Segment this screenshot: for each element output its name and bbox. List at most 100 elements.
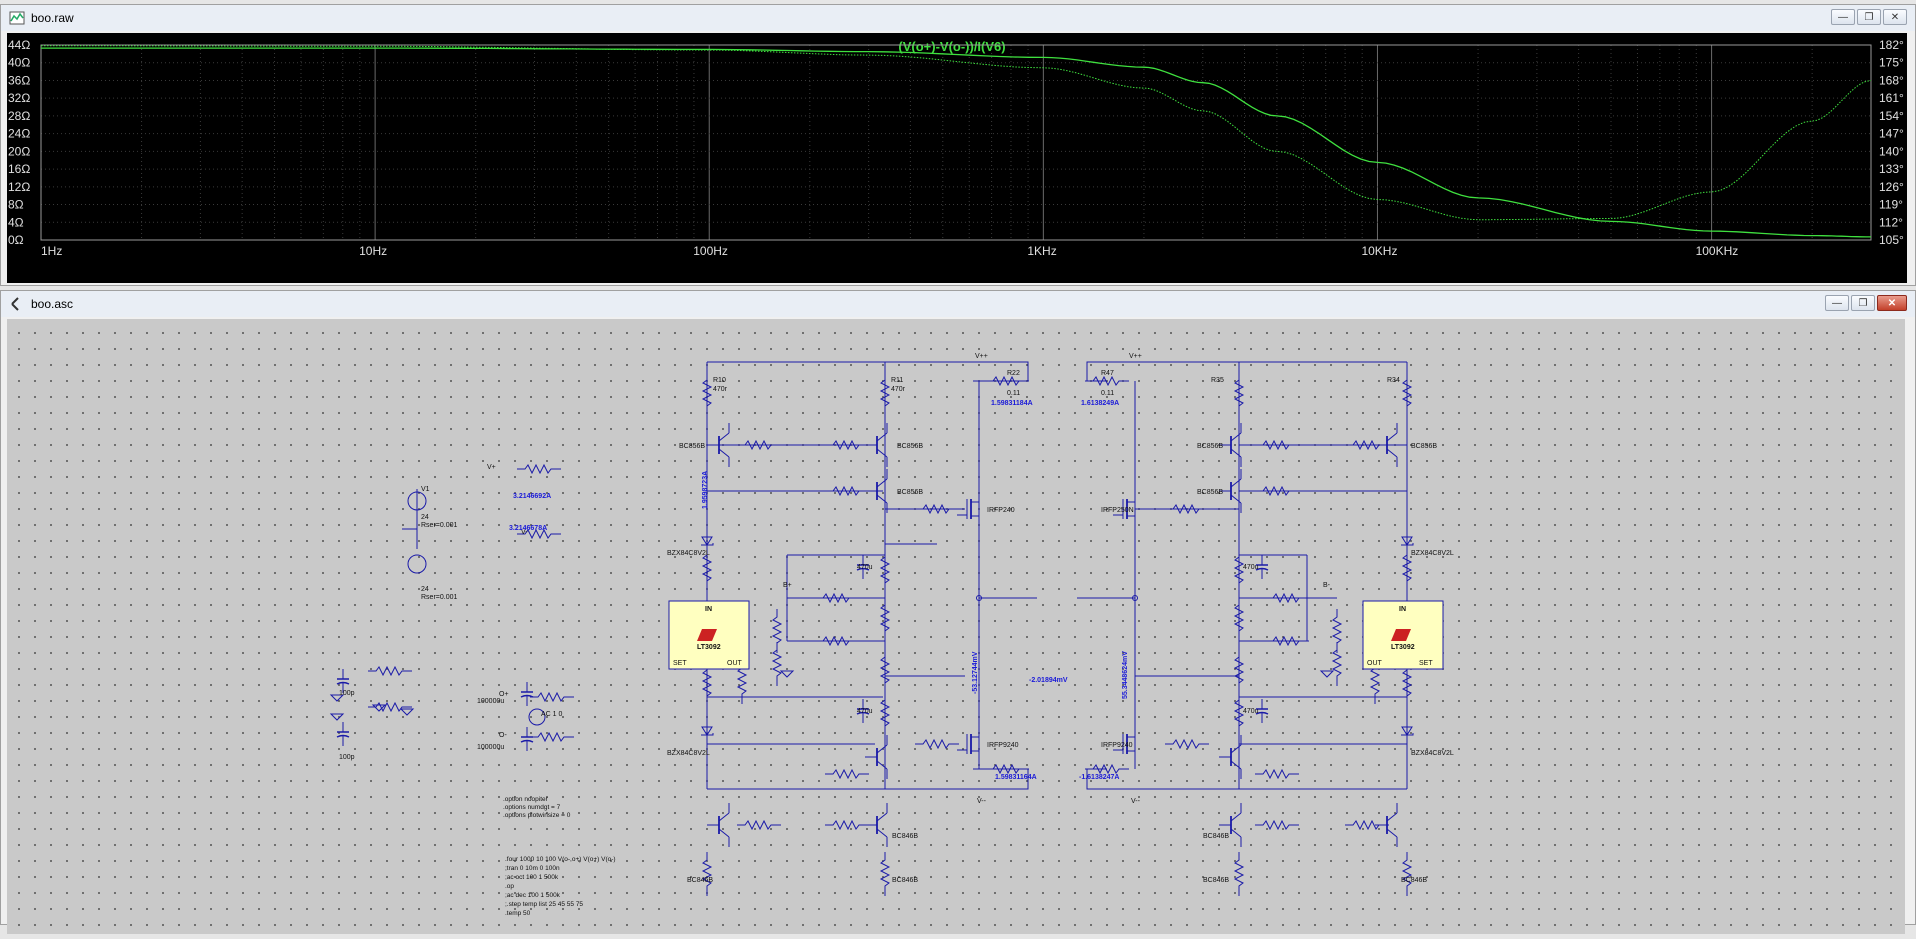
op-voltage-left: -53.12744mV <box>972 651 979 694</box>
source-v3[interactable] <box>407 554 427 574</box>
label-node-vm: V- <box>521 529 528 536</box>
label-bc856b-q8: BC856B <box>1197 443 1223 450</box>
minimize-button[interactable]: — <box>1825 295 1849 311</box>
left-axis-tick: 8Ω <box>8 198 24 212</box>
label-r11-val: 470r <box>891 386 906 393</box>
label-v3-rser: Rser=0.001 <box>421 594 457 601</box>
right-axis-tick: 154° <box>1879 109 1904 123</box>
label-r11: R11 <box>891 377 903 384</box>
label-r10: R10 <box>713 377 726 384</box>
x-axis-tick: 100Hz <box>693 244 728 258</box>
restore-button[interactable]: ❐ <box>1851 295 1875 311</box>
left-axis-tick: 28Ω <box>8 109 30 123</box>
x-axis-tick: 10KHz <box>1361 244 1397 258</box>
plot-frame <box>40 44 1872 241</box>
left-axis-tick: 12Ω <box>8 180 30 194</box>
left-axis-tick: 16Ω <box>8 162 30 176</box>
label-node-op: O+ <box>499 691 509 698</box>
spice-directive-line[interactable]: ;tran 0 10m 0 100n <box>505 865 560 872</box>
trace-label[interactable]: (V(o+)-V(o-))/I(V6) <box>898 39 1005 54</box>
source-v1[interactable] <box>407 491 427 511</box>
label-bc846b-q6: BC846B <box>687 877 713 884</box>
label-vmm-right: V-- <box>1131 798 1141 805</box>
spice-directive-line[interactable]: .op <box>505 883 514 890</box>
label-c2-val: 470u <box>857 708 873 715</box>
label-node-om: O- <box>499 732 507 739</box>
spice-directive-line[interactable]: .temp 50 <box>505 910 531 917</box>
label-irfp9240-right: IRFP9240 <box>1101 742 1133 749</box>
label-c18-val: 100p <box>339 754 355 761</box>
spice-directive-line[interactable]: ;ac oct 100 1 500k <box>505 874 559 881</box>
right-axis-tick: 126° <box>1879 180 1904 194</box>
close-button[interactable]: ✕ <box>1877 295 1907 311</box>
waveform-titlebar[interactable]: boo.raw — ❐ ✕ <box>1 5 1915 31</box>
label-v6-val: AC 1 0 <box>541 711 563 718</box>
label-u2-in: IN <box>1399 606 1406 613</box>
op-current-3: 1.59831164A <box>995 774 1037 781</box>
phase-trace[interactable] <box>41 45 1872 221</box>
right-axis-tick: 140° <box>1879 144 1904 158</box>
label-r47: R47 <box>1101 370 1114 377</box>
label-u2-set: SET <box>1419 660 1433 667</box>
label-bc856b-q2: BC856B <box>897 443 923 450</box>
label-u1-in: IN <box>705 606 712 613</box>
right-axis-tick: 182° <box>1879 38 1904 52</box>
close-button[interactable]: ✕ <box>1883 9 1907 25</box>
label-c3-val: 470u <box>1243 564 1259 571</box>
spice-option-line[interactable]: .option noopiter <box>503 796 549 803</box>
right-axis-tick: 168° <box>1879 73 1904 87</box>
label-bc846b-q11: BC846B <box>1203 877 1229 884</box>
label-bc846b-q12: BC846B <box>1401 877 1427 884</box>
schematic-window-title: boo.asc <box>31 297 74 311</box>
label-bc846b-q7: BC846B <box>1203 833 1229 840</box>
bode-plot[interactable]: (V(o+)-V(o-))/I(V6) 44Ω40Ω36Ω32Ω28Ω24Ω20… <box>7 33 1907 283</box>
label-node-bp: B+ <box>783 582 792 589</box>
label-irfp250n: IRFP250N <box>1101 507 1134 514</box>
label-u2-part: LT3092 <box>1391 644 1415 651</box>
spice-directive-line[interactable]: ;ac dec 100 1 500k <box>505 892 561 899</box>
restore-button[interactable]: ❐ <box>1857 9 1881 25</box>
left-axis-tick: 36Ω <box>8 73 30 87</box>
magnitude-trace[interactable] <box>41 47 1871 238</box>
left-axis-tick: 4Ω <box>8 215 24 229</box>
x-axis-tick: 1Hz <box>41 244 62 258</box>
right-axis-tick: 147° <box>1879 127 1904 141</box>
label-bc856b-q10: BC856B <box>1197 489 1223 496</box>
right-axis-tick: 175° <box>1879 56 1904 70</box>
label-bc856b-q3: BC856B <box>679 443 705 450</box>
spice-option-line[interactable]: .options numdgt = 7 <box>503 804 561 811</box>
label-zener-d2: BZX84C8V2L <box>667 750 710 757</box>
op-current-5: 3.2146692A <box>513 493 551 500</box>
label-v1-val: 24 <box>421 514 429 521</box>
spice-directive-line[interactable]: .four 1000 10 100 V(o-,o+) V(o+) V(o-) <box>505 856 616 863</box>
waveform-window-title: boo.raw <box>31 11 74 25</box>
spice-directive-line[interactable]: ;.step temp list 25 45 55 75 <box>505 901 583 908</box>
right-axis-tick: 133° <box>1879 162 1904 176</box>
schematic-window: boo.asc — ❐ ✕ <box>0 290 1916 934</box>
schematic-drawing[interactable]: V++ V++ V-- V-- R10 470r R11 470r R22 0.… <box>7 319 1905 934</box>
label-bc846b-q1: BC846B <box>892 833 918 840</box>
label-irfp9240: IRFP9240 <box>987 742 1019 749</box>
schematic-titlebar[interactable]: boo.asc — ❐ ✕ <box>1 291 1915 317</box>
label-r22-val: 0.11 <box>1007 390 1020 397</box>
label-vpp-right: V++ <box>1129 353 1142 360</box>
left-axis-tick: 44Ω <box>8 38 30 52</box>
label-node-bm: B- <box>1323 582 1331 589</box>
op-voltage-right: 55.3448624mV <box>1122 651 1129 699</box>
schematic-canvas[interactable]: V++ V++ V-- V-- R10 470r R11 470r R22 0.… <box>7 319 1905 934</box>
label-u1-part: LT3092 <box>697 644 721 651</box>
label-c17-val: 100p <box>339 690 355 697</box>
x-axis-tick: 100KHz <box>1696 244 1739 258</box>
label-c1-val: 470u <box>857 564 873 571</box>
label-u1-set: SET <box>673 660 687 667</box>
x-axis-tick: 10Hz <box>359 244 387 258</box>
label-node-vp: V+ <box>487 464 496 471</box>
op-voltage-bias: -2.01894mV <box>1029 677 1068 684</box>
op-current-vertical: 1.9598723A <box>702 471 709 509</box>
label-v1-rser: Rser=0.001 <box>421 522 457 529</box>
source-v6[interactable] <box>528 708 546 726</box>
label-v1: V1 <box>421 486 430 493</box>
spice-option-line[interactable]: .options plotwinsize = 0 <box>503 812 571 819</box>
minimize-button[interactable]: — <box>1831 9 1855 25</box>
